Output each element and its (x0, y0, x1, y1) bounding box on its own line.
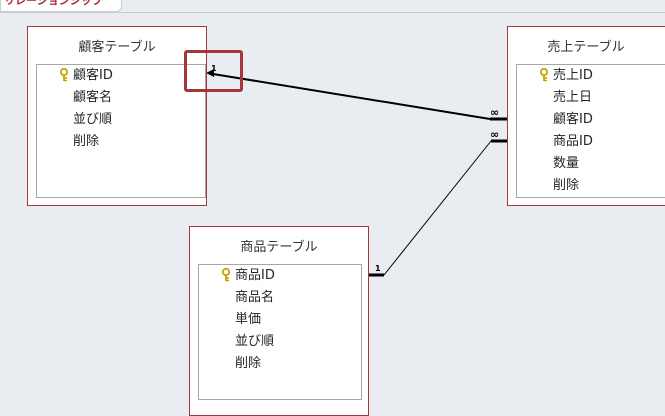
product-field[interactable]: 並び順 (235, 334, 275, 349)
relationship-product-sales[interactable] (369, 139, 507, 277)
product-sales-many-label: ∞ (490, 128, 499, 141)
sales-field[interactable]: 削除 (553, 178, 580, 193)
sales-field[interactable]: 商品ID (553, 134, 593, 149)
primary-key-icon (59, 67, 71, 82)
product-field[interactable]: 商品ID (235, 268, 275, 283)
product-field[interactable]: 商品名 (235, 290, 275, 305)
highlight-annotation (184, 50, 243, 92)
relationship-customer-sales[interactable] (206, 69, 507, 121)
product-field[interactable]: 削除 (235, 356, 262, 371)
customer-field[interactable]: 顧客名 (73, 90, 113, 105)
customer-field[interactable]: 削除 (73, 134, 100, 149)
tab-label: リレーションシップ (4, 0, 103, 7)
customer-field[interactable]: 並び順 (73, 112, 113, 127)
primary-key-icon (539, 67, 551, 82)
product-sales-one-label: 1 (375, 264, 381, 273)
customer-table-window[interactable]: 顧客テーブル 顧客ID 顧客名 並び順 削除 (27, 26, 207, 206)
product-field-list[interactable]: 商品ID 商品名 単価 並び順 削除 (198, 264, 362, 400)
document-tab-strip: リレーションシップ (0, 0, 665, 13)
primary-key-icon (221, 267, 233, 282)
sales-field[interactable]: 数量 (553, 156, 580, 171)
sales-table-window[interactable]: 売上テーブル 売上ID 売上日 顧客ID 商品ID 数量 削除 (507, 26, 665, 206)
customer-field[interactable]: 顧客ID (73, 68, 113, 83)
sales-table-title: 売上テーブル (547, 40, 625, 55)
tab-relationships[interactable]: リレーションシップ (0, 0, 122, 12)
product-table-window[interactable]: 商品テーブル 商品ID 商品名 単価 並び順 削除 (189, 226, 369, 416)
sales-field[interactable]: 顧客ID (553, 112, 593, 127)
sales-field[interactable]: 売上日 (553, 90, 593, 105)
sales-field[interactable]: 売上ID (553, 68, 593, 83)
customer-sales-many-label: ∞ (490, 106, 499, 119)
product-table-title: 商品テーブル (240, 240, 318, 255)
sales-field-list[interactable]: 売上ID 売上日 顧客ID 商品ID 数量 削除 (516, 64, 665, 198)
product-field[interactable]: 単価 (235, 312, 262, 327)
customer-table-title: 顧客テーブル (78, 40, 156, 55)
customer-field-list[interactable]: 顧客ID 顧客名 並び順 削除 (36, 64, 206, 198)
